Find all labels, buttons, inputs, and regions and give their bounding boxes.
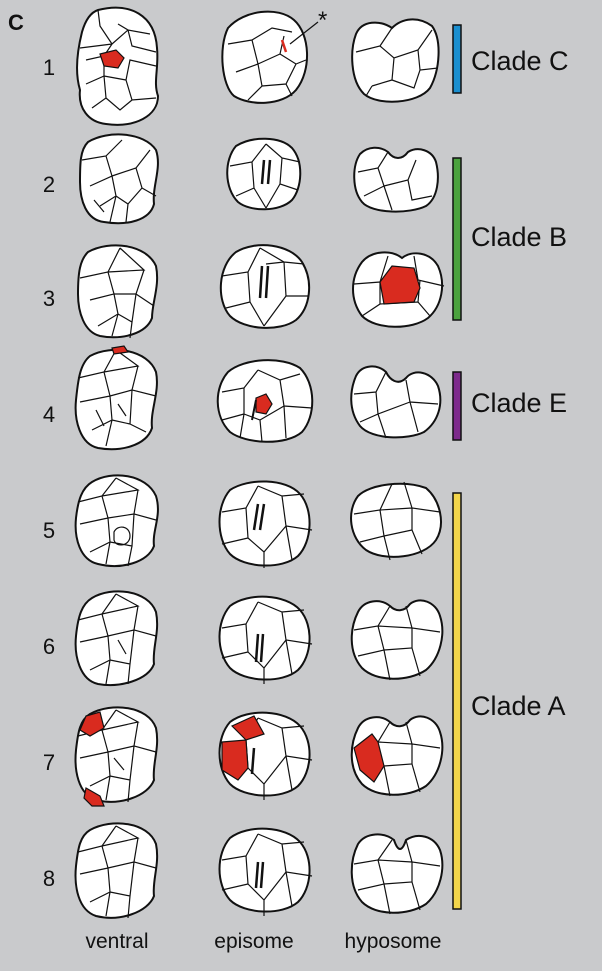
row-label-1: 1	[43, 55, 55, 80]
panel-letter: C	[8, 10, 24, 35]
row-label-7: 7	[43, 750, 55, 775]
highlight-plate	[221, 739, 249, 781]
row-label-2: 2	[43, 172, 55, 197]
cell-ventral-2	[78, 133, 159, 225]
cell-hyposome-7	[350, 715, 444, 797]
cell-hyposome-3	[352, 251, 445, 328]
row-label-3: 3	[43, 286, 55, 311]
cell-episome-7	[218, 711, 313, 800]
highlight-plate	[255, 393, 273, 415]
cell-episome-5	[218, 480, 313, 568]
row-label-8: 8	[43, 866, 55, 891]
asterisk-annotation: *	[318, 7, 327, 34]
highlight-plate	[230, 715, 265, 741]
clade-a-label: Clade A	[471, 691, 566, 721]
cell-episome-2	[226, 137, 302, 211]
highlight-plate	[99, 49, 125, 69]
column-label-hyposome: hyposome	[345, 930, 442, 953]
cell-hyposome-6	[350, 599, 444, 681]
cell-hyposome-8	[350, 833, 444, 915]
cell-episome-6	[218, 595, 313, 684]
clade-c-bar	[452, 24, 462, 94]
highlight-plate	[83, 787, 105, 807]
clade-e-label: Clade E	[471, 388, 567, 418]
cell-ventral-6	[74, 590, 159, 686]
highlight-plate	[353, 733, 385, 783]
cell-episome-4	[216, 359, 314, 443]
cell-episome-8	[218, 827, 313, 916]
highlight-plate	[379, 265, 421, 305]
row-label-4: 4	[43, 402, 55, 427]
cell-ventral-1	[75, 6, 160, 126]
cell-ventral-7	[74, 706, 159, 807]
clade-c-label: Clade C	[471, 46, 569, 76]
column-label-episome: episome	[214, 930, 293, 953]
row-label-6: 6	[43, 634, 55, 659]
cell-ventral-3	[76, 244, 159, 339]
column-label-ventral: ventral	[85, 930, 148, 953]
clade-e-bar	[452, 371, 462, 441]
cell-ventral-4	[74, 345, 158, 451]
highlight-plate	[111, 345, 130, 355]
cell-hyposome-4	[350, 365, 442, 439]
cell-ventral-5	[74, 474, 159, 567]
clade-b-label: Clade B	[471, 222, 567, 252]
cell-hyposome-5	[350, 481, 442, 561]
row-label-5: 5	[43, 518, 55, 543]
clade-a-bar	[452, 492, 462, 910]
cell-ventral-8	[74, 822, 159, 919]
highlight-plate	[79, 711, 105, 737]
clade-b-bar	[452, 157, 462, 321]
cell-hyposome-1	[351, 18, 440, 103]
cell-episome-3	[219, 244, 311, 329]
cell-episome-1: *	[221, 7, 327, 104]
cell-hyposome-2	[353, 146, 439, 213]
